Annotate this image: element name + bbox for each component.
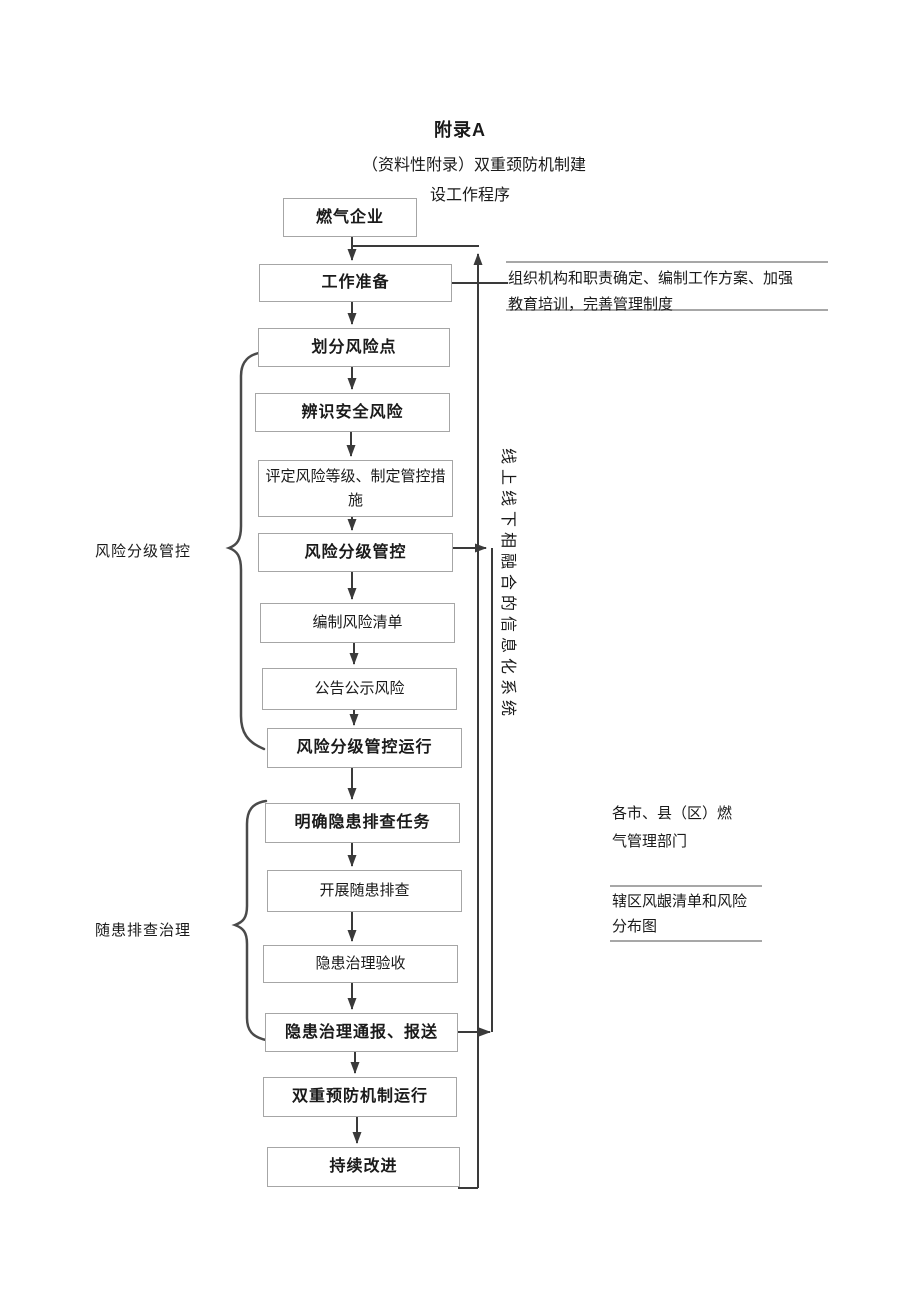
risk-list-note: 辖区风龈清单和风险 分布图: [612, 890, 747, 940]
preparation-note: 组织机构和职责确定、编制工作方案、加强 教育培训，完善管理制度: [508, 266, 793, 318]
node-risk-graded-control: 风险分级管控: [258, 533, 453, 572]
subtitle-line-1: （资料性附录）双重颈防机制建: [361, 157, 586, 174]
department-note: 各市、县（区）燃 气管理部门: [612, 800, 732, 856]
node-dual-prevention-operation: 双重预防机制运行: [263, 1077, 457, 1117]
risk-list-note-line-2: 分布图: [612, 919, 658, 935]
infosys-vertical-label: 线上线下相融合的信息化系统: [499, 448, 516, 722]
node-identify-safety-risks: 辨识安全风险: [255, 393, 450, 432]
preparation-note-line-1: 组织机构和职责确定、编制工作方案、加强: [508, 271, 794, 287]
department-note-line-2: 气管理部门: [612, 834, 688, 850]
hazard-group-brace: [231, 799, 268, 1042]
node-announce-risks: 公告公示风险: [262, 668, 457, 710]
node-hazard-report-submit: 隐患治理通报、报送: [265, 1013, 458, 1052]
hazard-group-label: 随患排查治理: [95, 923, 192, 939]
risk-list-note-line-1: 辖区风龈清单和风险: [612, 894, 748, 910]
node-conduct-hazard-inspection: 开展随患排查: [267, 870, 462, 912]
node-assess-risk-level: 评定风险等级、制定管控措施: [258, 460, 453, 517]
node-work-preparation: 工作准备: [259, 264, 452, 302]
node-divide-risk-points: 划分风险点: [258, 328, 450, 367]
node-continuous-improvement: 持续改进: [267, 1147, 460, 1187]
node-hazard-treatment-acceptance: 隐患治理验收: [263, 945, 458, 983]
subtitle-line-2: 设工作程序: [429, 187, 510, 204]
node-define-hazard-tasks: 明确隐患排查任务: [265, 803, 460, 843]
node-gas-company: 燃气企业: [283, 198, 417, 237]
node-risk-control-operation: 风险分级管控运行: [267, 728, 462, 768]
preparation-note-line-2: 教育培训，完善管理制度: [508, 297, 674, 313]
department-note-line-1: 各市、县（区）燃: [612, 806, 733, 822]
risk-group-label: 风险分级管控: [95, 544, 192, 560]
node-compile-risk-list: 编制风险清单: [260, 603, 455, 643]
appendix-title: 附录A: [434, 120, 486, 140]
